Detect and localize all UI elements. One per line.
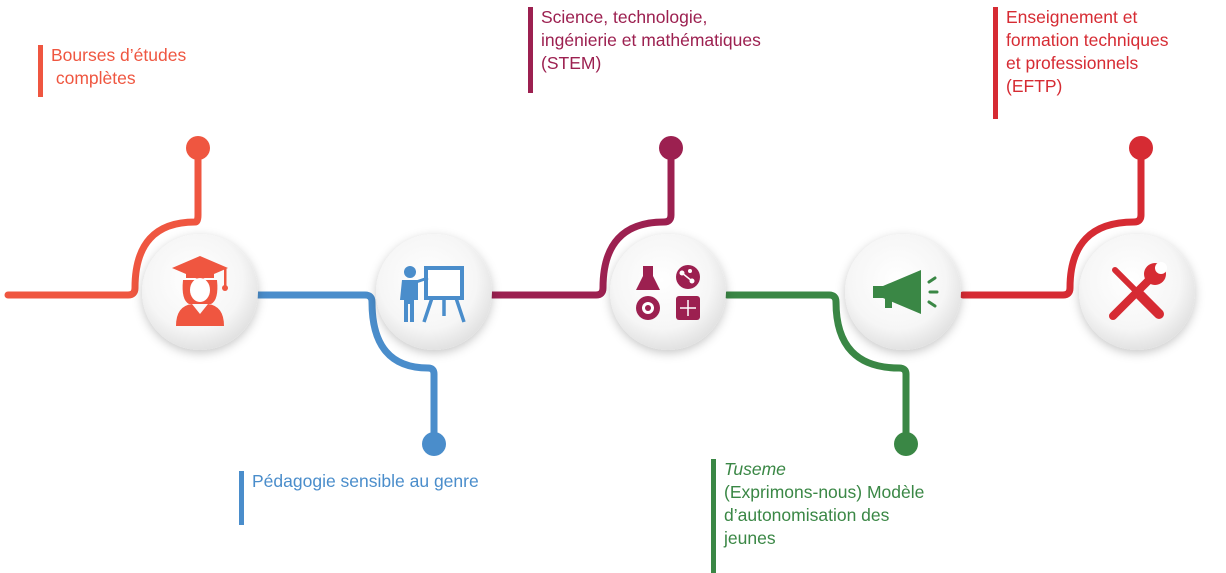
label-line: complètes bbox=[51, 68, 136, 88]
label-line: (Exprimons-nous) Modèle bbox=[724, 482, 925, 502]
connector-pedagogie bbox=[251, 291, 438, 446]
label-line: d’autonomisation des bbox=[724, 505, 890, 525]
stem-science-icons bbox=[636, 265, 700, 320]
label-line: jeunes bbox=[724, 528, 776, 548]
graduate-student-icon bbox=[172, 256, 228, 326]
label-line: formation techniques bbox=[1006, 30, 1169, 50]
label-line: Bourses d’études bbox=[51, 45, 187, 65]
label-stem: Science, technologie, ingénierie et math… bbox=[528, 6, 761, 93]
endpoint-dot-bourses bbox=[186, 136, 210, 160]
endpoint-dot-eftp bbox=[1129, 136, 1153, 160]
label-tuseme: Tuseme (Exprimons-nous) Modèle d’autonom… bbox=[711, 458, 925, 573]
label-line: ingénierie et mathématiques bbox=[541, 30, 761, 50]
endpoint-dot-stem bbox=[659, 136, 683, 160]
label-pedagogie: Pédagogie sensible au genre bbox=[239, 470, 479, 525]
label-line: (EFTP) bbox=[1006, 76, 1063, 96]
teacher-at-board-icon bbox=[400, 266, 466, 323]
label-bourses: Bourses d’études complètes bbox=[38, 44, 187, 97]
label-line: (STEM) bbox=[541, 53, 602, 73]
label-line: Science, technologie, bbox=[541, 7, 708, 27]
label-eftp: Enseignement et formation techniques et … bbox=[993, 6, 1169, 119]
endpoint-dot-tuseme bbox=[894, 432, 918, 456]
connector-eftp bbox=[959, 146, 1145, 299]
label-accent-bar bbox=[38, 45, 43, 97]
label-line: Pédagogie sensible au genre bbox=[252, 471, 479, 491]
label-accent-bar bbox=[239, 471, 244, 525]
label-line: Enseignement et bbox=[1006, 7, 1138, 27]
connector-stem bbox=[488, 146, 675, 299]
megaphone-icon bbox=[873, 270, 939, 314]
label-accent-bar bbox=[528, 7, 533, 93]
endpoint-dot-pedagogie bbox=[422, 432, 446, 456]
disc-stem bbox=[610, 234, 726, 350]
connector-bourses bbox=[4, 146, 202, 299]
label-line: et professionnels bbox=[1006, 53, 1139, 73]
label-line-italic: Tuseme bbox=[724, 459, 786, 479]
connector-tuseme bbox=[723, 291, 910, 446]
wrench-screwdriver-icon bbox=[1109, 262, 1167, 320]
label-accent-bar bbox=[993, 7, 998, 119]
label-accent-bar bbox=[711, 459, 716, 573]
